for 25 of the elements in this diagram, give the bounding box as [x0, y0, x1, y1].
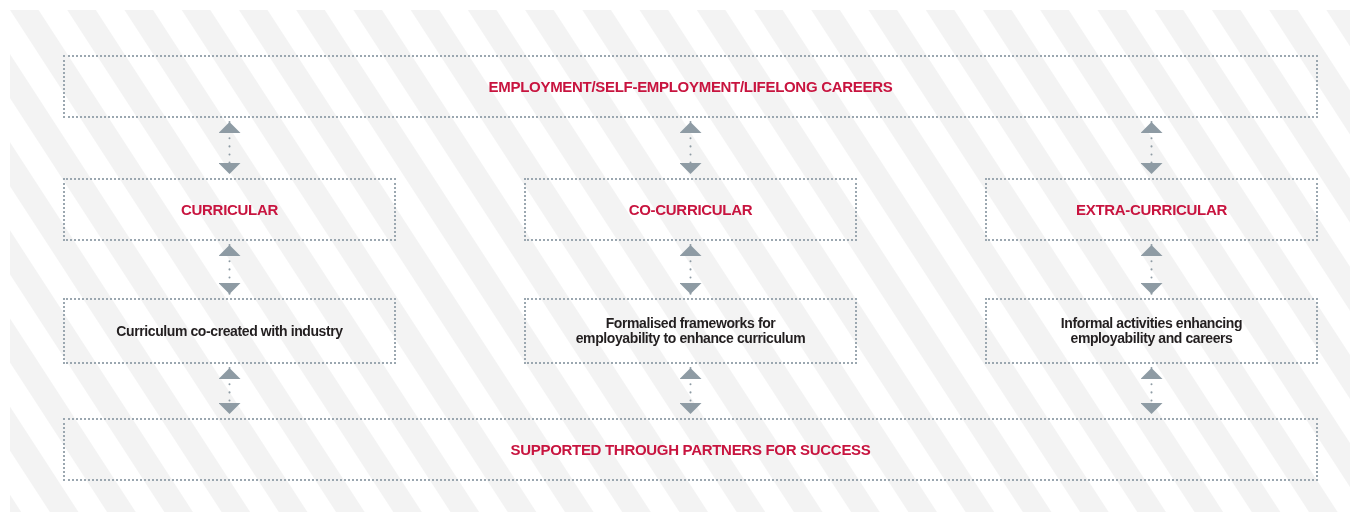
double-arrow	[1140, 244, 1163, 295]
double-arrow	[679, 367, 702, 415]
heading-text: SUPPORTED THROUGH PARTNERS FOR SUCCESS	[509, 441, 872, 458]
description-text: Formalised frameworks for employability to enhance curriculum	[574, 316, 807, 346]
heading-box	[524, 178, 857, 241]
heading-text: CO-CURRICULAR	[627, 201, 754, 218]
double-arrow	[679, 244, 702, 295]
description-text: Informal activities enhancing employability and careers	[1059, 316, 1244, 346]
description-box	[524, 298, 857, 364]
description-box	[985, 298, 1318, 364]
description-box	[63, 298, 396, 364]
double-arrow	[218, 121, 241, 175]
double-arrow	[679, 121, 702, 175]
double-arrow	[218, 367, 241, 415]
heading-box	[63, 55, 1318, 118]
heading-text: CURRICULAR	[180, 201, 279, 218]
heading-box	[63, 178, 396, 241]
heading-box	[985, 178, 1318, 241]
heading-text: EXTRA-CURRICULAR	[1075, 201, 1228, 218]
heading-text: EMPLOYMENT/SELF-EMPLOYMENT/LIFELONG CAREERS	[487, 78, 894, 95]
description-text: Curriculum co-created with industry	[115, 323, 344, 339]
double-arrow	[218, 244, 241, 295]
heading-box	[63, 418, 1318, 481]
double-arrow	[1140, 367, 1163, 415]
double-arrow	[1140, 121, 1163, 175]
